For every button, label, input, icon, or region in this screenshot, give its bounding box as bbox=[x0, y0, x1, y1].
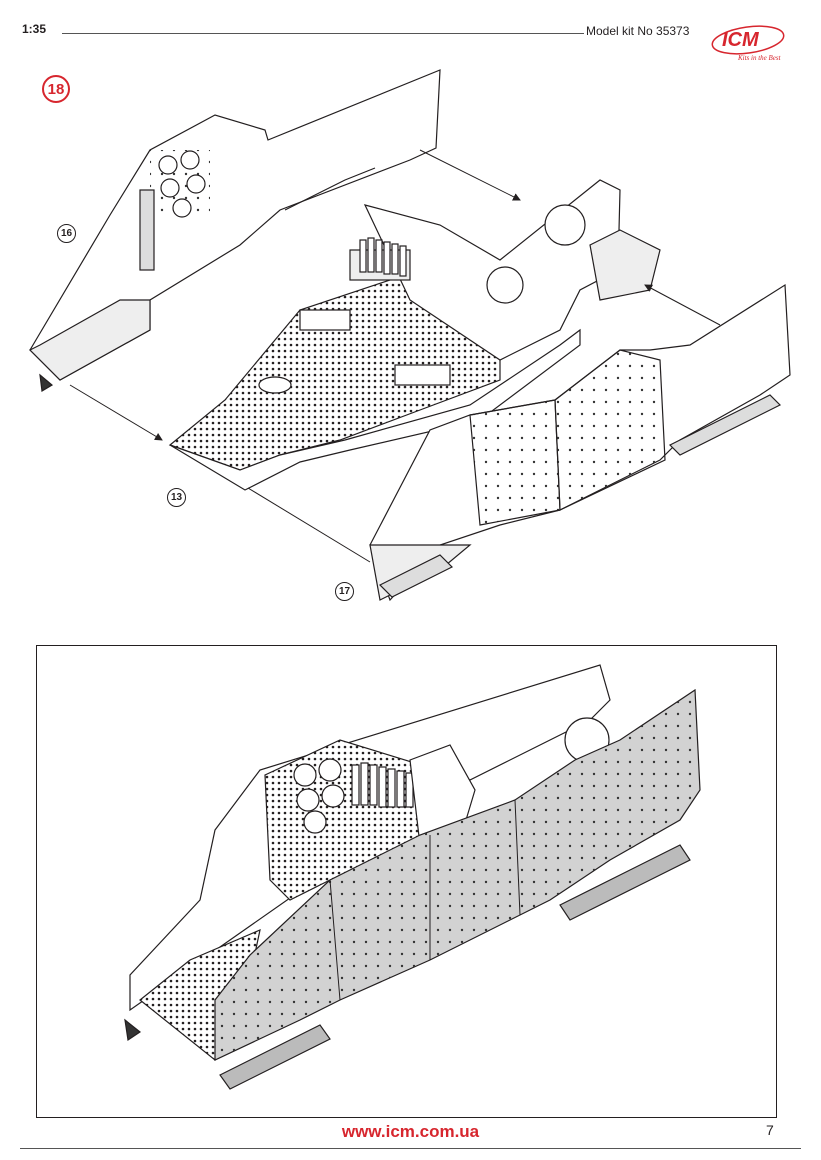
part-ref-16: 16 bbox=[57, 224, 76, 243]
hull-floor bbox=[168, 269, 581, 491]
engine-bay bbox=[349, 179, 661, 361]
website-url[interactable]: www.icm.com.ua bbox=[341, 1122, 480, 1141]
left-side-panel bbox=[28, 69, 441, 392]
right-side-panel bbox=[369, 283, 791, 602]
completed-assembly bbox=[124, 664, 701, 1090]
page-number: 7 bbox=[766, 1122, 774, 1138]
part-ref-17: 17 bbox=[335, 582, 354, 601]
footer-rule bbox=[20, 1148, 801, 1149]
svg-text:Kits in the Best: Kits in the Best bbox=[737, 54, 782, 62]
part-ref-13: 13 bbox=[167, 488, 186, 507]
completed-view-frame bbox=[36, 645, 777, 1118]
model-kit-number: Model kit No 35373 bbox=[586, 24, 690, 38]
scale-label: 1:35 bbox=[22, 22, 47, 36]
step-number-badge: 18 bbox=[42, 75, 70, 103]
header-rule bbox=[62, 33, 584, 34]
assembly-arrows bbox=[69, 149, 721, 563]
icm-logo: ICM Kits in the Best bbox=[711, 25, 785, 62]
svg-text:ICM: ICM bbox=[722, 29, 760, 51]
